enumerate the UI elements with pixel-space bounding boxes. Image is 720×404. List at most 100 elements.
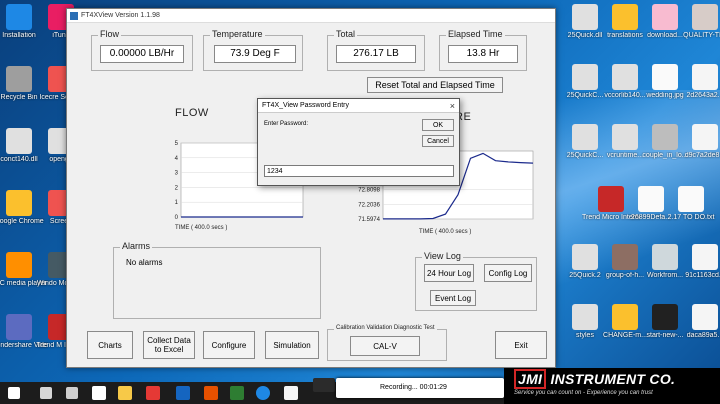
- y-tick-label: 4: [175, 156, 179, 162]
- task-view-icon[interactable]: [66, 387, 78, 399]
- viewlog-caption: View Log: [422, 251, 463, 261]
- desktop-icon-label: VLC media player: [0, 280, 47, 287]
- desktop-icon-label: translations: [607, 32, 643, 39]
- file-icon: [6, 190, 32, 216]
- file-explorer-icon[interactable]: [118, 386, 132, 400]
- desktop-icon[interactable]: d9c7a2de8...: [676, 124, 720, 160]
- elapsed-caption: Elapsed Time: [446, 29, 505, 39]
- desktop-icon[interactable]: Workfrom...: [636, 244, 694, 280]
- desktop-icon-label: Installation: [2, 32, 36, 39]
- password-input[interactable]: [264, 165, 454, 177]
- dialog-title: FT4X_View Password Entry: [262, 102, 350, 109]
- app-titlebar: FT4XView Version 1.1.98: [67, 9, 555, 23]
- app-icon: [70, 12, 78, 20]
- file-icon: [652, 124, 678, 150]
- desktop-icon-label: 26899Defa...: [630, 214, 672, 221]
- calval-group: Calibration Validation Diagnostic Test C…: [327, 325, 447, 361]
- config-log-button[interactable]: Config Log: [484, 264, 532, 282]
- desktop-icon[interactable]: Wondershare Video Conv...: [0, 314, 48, 350]
- desktop-icon[interactable]: 2d2643a2...: [676, 64, 720, 100]
- y-tick-label: 71.5974: [358, 217, 380, 223]
- file-icon: [652, 244, 678, 270]
- desktop-icon[interactable]: 25QuickC...: [556, 64, 614, 100]
- exit-button[interactable]: Exit: [495, 331, 547, 359]
- file-icon: [6, 128, 32, 154]
- desktop-icon[interactable]: 25Quick.dll: [556, 4, 614, 40]
- charts-button[interactable]: Charts: [87, 331, 133, 359]
- file-icon: [612, 124, 638, 150]
- desktop-icon[interactable]: wedding.jpg: [636, 64, 694, 100]
- simulation-button[interactable]: Simulation: [265, 331, 319, 359]
- y-tick-label: 3: [175, 171, 179, 177]
- desktop-icon-label: Google Chrome: [0, 218, 44, 225]
- app-icon-white[interactable]: [284, 386, 298, 400]
- alarms-caption: Alarms: [120, 241, 153, 251]
- desktop-icon-label: 25QuickC...: [566, 152, 604, 159]
- desktop-icon-label: 25QuickC...: [566, 92, 604, 99]
- desktop-icon-label: QUALITY-TI...: [683, 32, 720, 39]
- y-tick-label: 0: [175, 215, 179, 221]
- brand-tagline: Service you can count on - Experience yo…: [514, 390, 653, 396]
- viewlog-group: View Log 24 Hour Log Config Log Event Lo…: [415, 251, 537, 311]
- flow-chart-title: FLOW: [175, 107, 209, 119]
- file-icon: [572, 64, 598, 90]
- event-log-button[interactable]: Event Log: [430, 290, 476, 306]
- app-icon-red[interactable]: [146, 386, 160, 400]
- desktop-icon[interactable]: CHANGE-m...: [596, 304, 654, 340]
- flow-caption: Flow: [98, 29, 122, 39]
- collect-data-button[interactable]: Collect Data to Excel: [143, 331, 195, 359]
- desktop-icon[interactable]: daca89a5...: [676, 304, 720, 340]
- desktop-icon[interactable]: Recycle Bin: [0, 66, 48, 102]
- app-title: FT4XView Version 1.1.98: [81, 12, 160, 19]
- search-icon[interactable]: [40, 387, 52, 399]
- desktop-icon[interactable]: 25QuickC...: [556, 124, 614, 160]
- desktop-icon[interactable]: start-new-...: [636, 304, 694, 340]
- edge-icon[interactable]: [256, 386, 270, 400]
- file-icon: [692, 304, 718, 330]
- file-icon: [652, 4, 678, 30]
- desktop-icon-label: Trend M Interne: [36, 342, 86, 349]
- store-icon[interactable]: [92, 386, 106, 400]
- flow-group: Flow 0.00000 LB/Hr: [91, 29, 193, 71]
- configure-button[interactable]: Configure: [203, 331, 255, 359]
- ok-button[interactable]: OK: [422, 119, 454, 131]
- desktop-icon[interactable]: 25Quick.2: [556, 244, 614, 280]
- close-icon[interactable]: ×: [449, 101, 455, 111]
- desktop-icon[interactable]: 91c1163cd...: [676, 244, 720, 280]
- desktop-icon[interactable]: conct140.dll: [0, 128, 48, 164]
- desktop-icon[interactable]: group-of-h...: [596, 244, 654, 280]
- desktop-icon[interactable]: 2.17 TO DO.txt: [662, 186, 720, 222]
- desktop-icon[interactable]: vcruntime...: [596, 124, 654, 160]
- cal-v-button[interactable]: CAL-V: [350, 336, 420, 356]
- cancel-button[interactable]: Cancel: [422, 135, 454, 147]
- file-icon: [572, 4, 598, 30]
- desktop-icon[interactable]: VLC media player: [0, 252, 48, 288]
- recorder-control[interactable]: [313, 378, 335, 392]
- excel-icon[interactable]: [230, 386, 244, 400]
- desktop-icon[interactable]: vccorlib140...: [596, 64, 654, 100]
- desktop-icon-label: 2.17 TO DO.txt: [667, 214, 715, 221]
- desktop-icon[interactable]: Installation: [0, 4, 48, 40]
- 24-hour-log-button[interactable]: 24 Hour Log: [424, 264, 474, 282]
- desktop-icon-label: wedding.jpg: [646, 92, 684, 99]
- desktop-icon[interactable]: styles: [556, 304, 614, 340]
- brand-banner: JMI INSTRUMENT CO. Service you can count…: [504, 368, 720, 404]
- recording-indicator[interactable]: Recording... 00:01:29: [336, 378, 504, 398]
- reset-total-button[interactable]: Reset Total and Elapsed Time: [367, 77, 503, 93]
- app-icon-blue[interactable]: [176, 386, 190, 400]
- desktop-icon-label: daca89a5...: [686, 332, 720, 339]
- windows-start-icon[interactable]: [8, 387, 20, 399]
- desktop-icon[interactable]: QUALITY-TI...: [676, 4, 720, 40]
- desktop-icon[interactable]: translations: [596, 4, 654, 40]
- desktop-icon[interactable]: Trend Micro Internet S...: [582, 186, 640, 222]
- alarms-text: No alarms: [126, 258, 163, 267]
- desktop-icon[interactable]: download...: [636, 4, 694, 40]
- alarms-group: Alarms No alarms: [113, 241, 321, 319]
- desktop-icon[interactable]: couple_in_lo...: [636, 124, 694, 160]
- calval-caption: Calibration Validation Diagnostic Test: [334, 325, 437, 331]
- desktop-icon[interactable]: 26899Defa...: [622, 186, 680, 222]
- elapsed-value: 13.8 Hr: [448, 45, 518, 63]
- desktop-icon[interactable]: Google Chrome: [0, 190, 48, 226]
- temperature-value: 73.9 Deg F: [214, 45, 296, 63]
- filezilla-icon[interactable]: [204, 386, 218, 400]
